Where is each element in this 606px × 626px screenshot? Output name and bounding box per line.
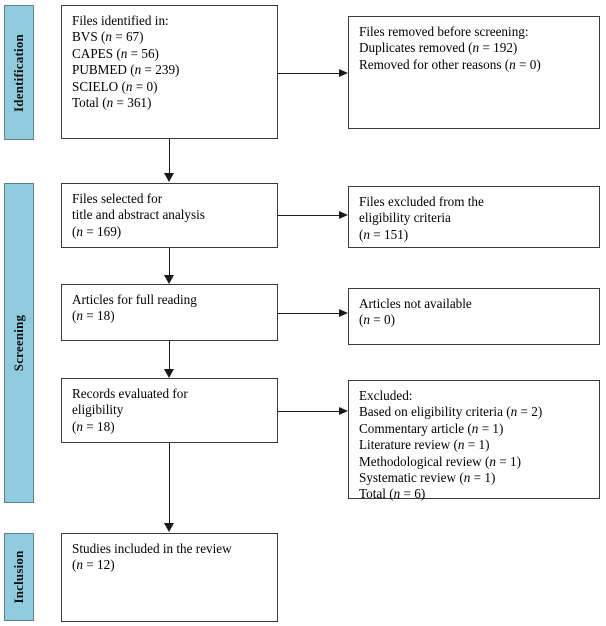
box-files-identified-text: Files identified in:BVS (n = 67)CAPES (n… xyxy=(72,13,180,111)
connector-line-identified-to-selected xyxy=(169,139,170,174)
box-excluded-details-text: Excluded:Based on eligibility criteria (… xyxy=(359,388,543,502)
connector-arrow-fullreading-to-notavailable xyxy=(339,308,348,317)
box-studies-included-text: Studies included in the review(n = 12) xyxy=(72,541,232,573)
connector-arrow-records-to-excludeddetails xyxy=(339,406,348,415)
connector-arrow-selected-to-excluded xyxy=(339,210,348,219)
connector-line-selected-to-fullreading xyxy=(169,248,170,276)
box-files-removed: Files removed before screening:Duplicate… xyxy=(348,16,600,129)
box-files-identified: Files identified in:BVS (n = 67)CAPES (n… xyxy=(61,5,278,139)
connector-arrow-identified-to-selected xyxy=(164,173,174,182)
box-articles-not-available-text: Articles not available(n = 0) xyxy=(359,296,472,328)
connector-arrow-records-to-included xyxy=(164,523,174,532)
connector-line-records-to-excludeddetails xyxy=(278,411,340,412)
box-excluded-details: Excluded:Based on eligibility criteria (… xyxy=(348,380,600,501)
box-articles-not-available: Articles not available(n = 0) xyxy=(348,288,600,345)
connector-arrow-selected-to-fullreading xyxy=(164,275,174,284)
connector-line-fullreading-to-notavailable xyxy=(278,313,340,314)
stage-label-identification: Identification xyxy=(11,33,26,112)
box-studies-included: Studies included in the review(n = 12) xyxy=(61,533,278,622)
connector-line-records-to-included xyxy=(169,443,170,524)
connector-line-selected-to-excluded xyxy=(278,215,340,216)
box-articles-full-reading: Articles for full reading(n = 18) xyxy=(61,284,278,341)
connector-line-fullreading-to-records xyxy=(169,341,170,370)
connector-arrow-fullreading-to-records xyxy=(164,369,174,378)
connector-line-identified-to-removed xyxy=(278,73,340,74)
box-articles-full-reading-text: Articles for full reading(n = 18) xyxy=(72,292,197,324)
stage-label-screening: Screening xyxy=(11,314,26,372)
connector-arrow-identified-to-removed xyxy=(339,68,348,77)
stage-bar-identification: Identification xyxy=(4,5,34,140)
stage-label-inclusion: Inclusion xyxy=(11,550,26,604)
stage-bar-inclusion: Inclusion xyxy=(4,533,34,621)
box-files-removed-text: Files removed before screening:Duplicate… xyxy=(359,24,541,72)
stage-bar-screening: Screening xyxy=(4,183,34,503)
